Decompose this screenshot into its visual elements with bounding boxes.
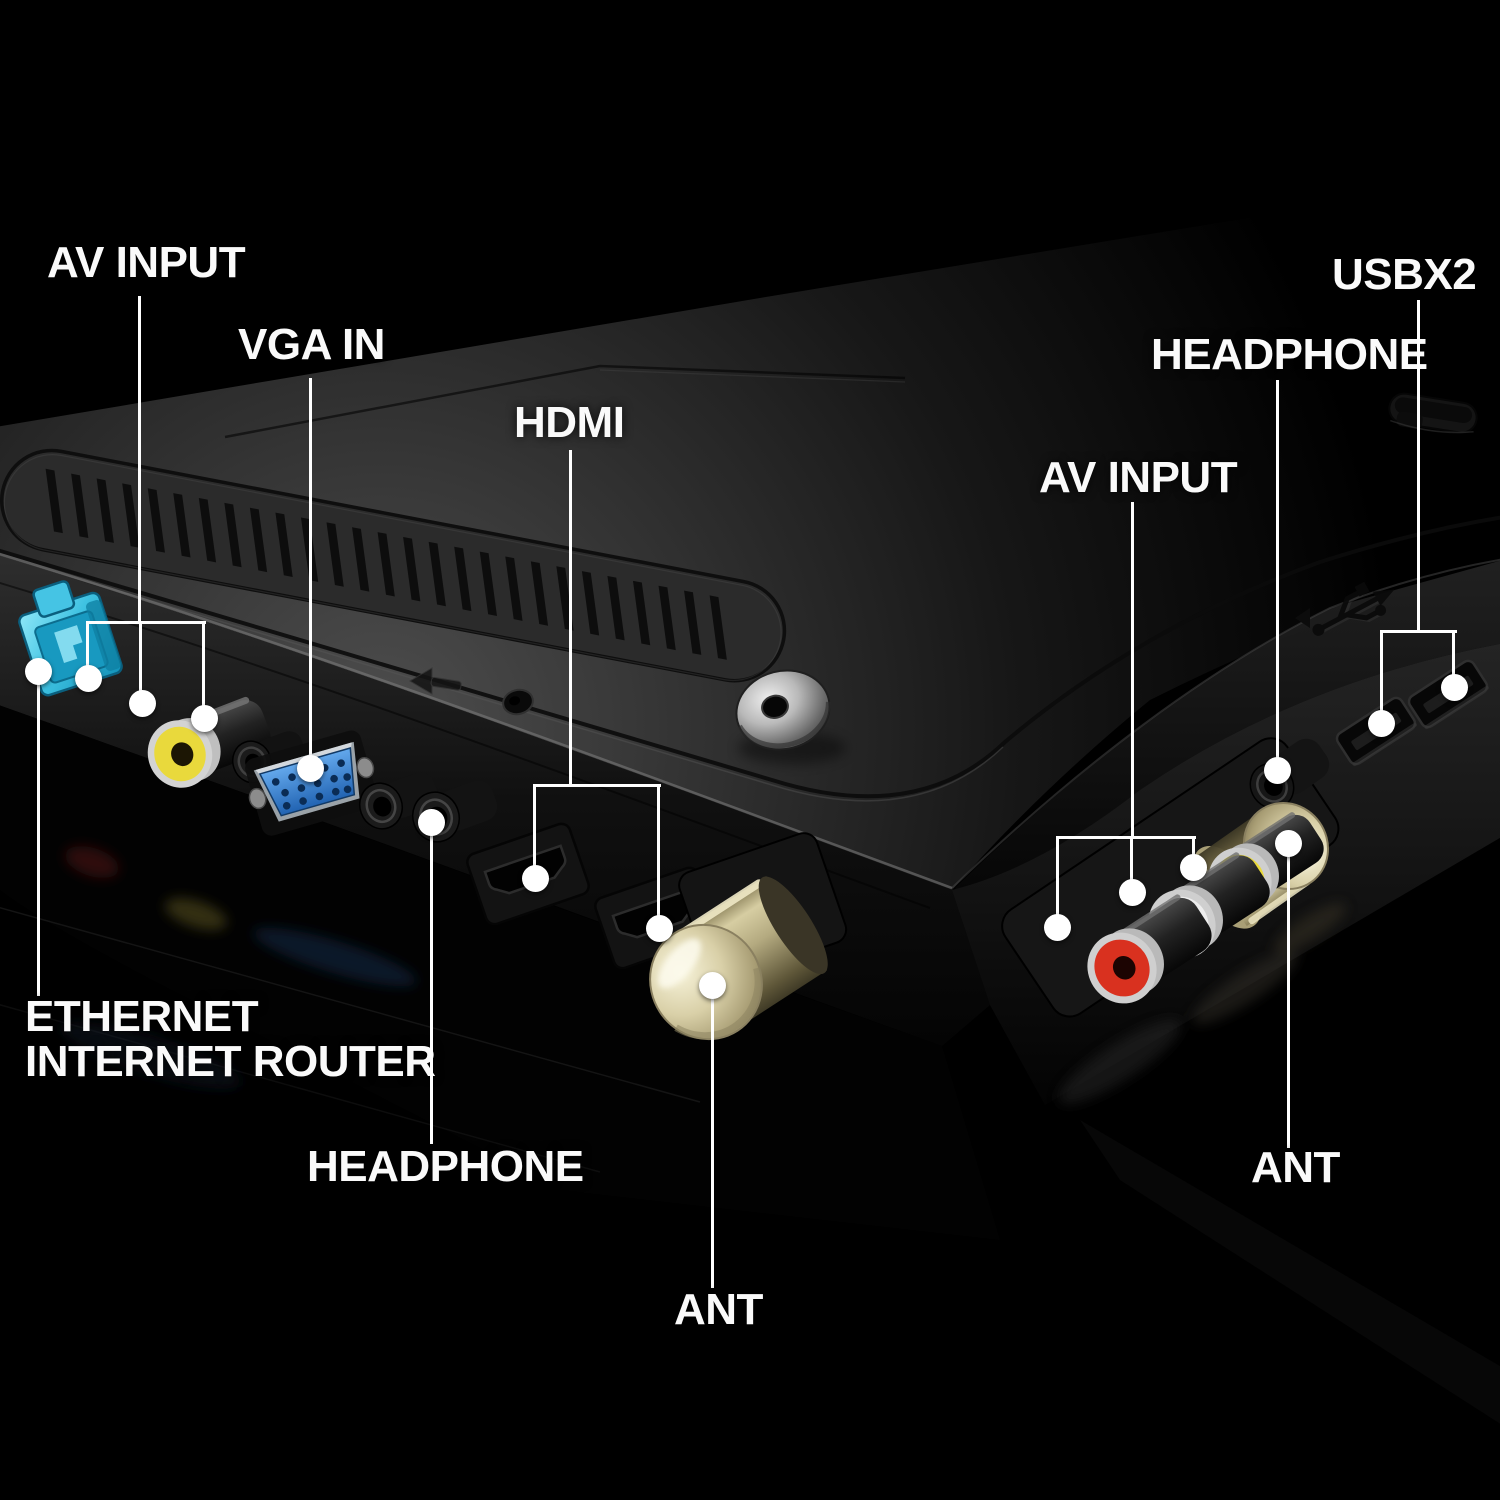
arrow-mark-icon: [409, 667, 462, 695]
callout-line: [138, 622, 142, 703]
callout-dot: [1367, 709, 1395, 737]
callout-dot: [698, 971, 726, 999]
callout-line: [201, 622, 205, 718]
label-headphone-right: HEADPHONE: [1151, 330, 1428, 379]
label-headphone-left: HEADPHONE: [307, 1142, 584, 1191]
callout-dot: [1263, 756, 1291, 784]
right-side-rail: [951, 558, 1500, 935]
callout-line: [1129, 837, 1133, 892]
callout-dot: [1179, 853, 1207, 881]
callout-line: [1055, 835, 1196, 839]
callout-dot: [1118, 878, 1146, 906]
callout-line: [1286, 853, 1290, 1148]
vga-port: [245, 730, 378, 836]
callout-line: [85, 622, 89, 678]
panel-groove: [0, 515, 1500, 802]
callout-line: [308, 378, 312, 768]
callout-dot: [74, 664, 102, 692]
arrow-mark-right-icon: [1295, 608, 1310, 628]
callout-dot: [128, 689, 156, 717]
callout-line: [1451, 631, 1455, 687]
rca-red-right: [1087, 894, 1212, 1004]
label-av-input-left: AV INPUT: [47, 238, 246, 287]
label-hdmi: HDMI: [514, 398, 625, 447]
callout-line: [1191, 837, 1195, 867]
callout-dot: [1274, 829, 1302, 857]
callout-dot: [417, 808, 445, 836]
callout-line: [1416, 300, 1420, 631]
callout-line: [86, 620, 206, 624]
label-ethernet: ETHERNET INTERNET ROUTER: [25, 992, 436, 1086]
callout-line: [137, 296, 141, 622]
callout-dot: [1440, 673, 1468, 701]
callout-dot: [24, 657, 52, 685]
callout-line: [532, 785, 536, 878]
rca-yellow-left: [147, 696, 271, 788]
label-av-input-right: AV INPUT: [1039, 453, 1238, 502]
handle-recess: [1388, 392, 1478, 434]
callout-dot: [296, 754, 324, 782]
callout-line: [710, 995, 714, 1288]
callout-dot: [1043, 913, 1071, 941]
callout-line: [1130, 502, 1134, 837]
vent-grille-icon: [0, 448, 787, 683]
label-ant-right: ANT: [1251, 1143, 1340, 1192]
callout-line: [1275, 380, 1279, 770]
label-usbx2: USBX2: [1332, 250, 1477, 299]
label-ant-bottom: ANT: [674, 1285, 763, 1334]
callout-dot: [521, 864, 549, 892]
callout-line: [533, 783, 661, 787]
callout-line: [1055, 837, 1059, 927]
callout-line: [36, 682, 40, 996]
callout-dot: [645, 914, 673, 942]
callout-dot: [190, 704, 218, 732]
callout-line: [568, 450, 572, 787]
screw-hole: [502, 688, 534, 716]
lower-bezel: [0, 705, 1000, 1240]
callout-line: [656, 785, 660, 928]
tv-back-panel: [0, 176, 1500, 890]
usb-symbol-icon: [1312, 581, 1395, 636]
callout-line: [429, 832, 433, 1144]
callout-line: [1379, 629, 1457, 633]
screw-boss: [735, 669, 846, 764]
callout-line: [1379, 631, 1383, 723]
label-vga-in: VGA IN: [238, 320, 385, 369]
